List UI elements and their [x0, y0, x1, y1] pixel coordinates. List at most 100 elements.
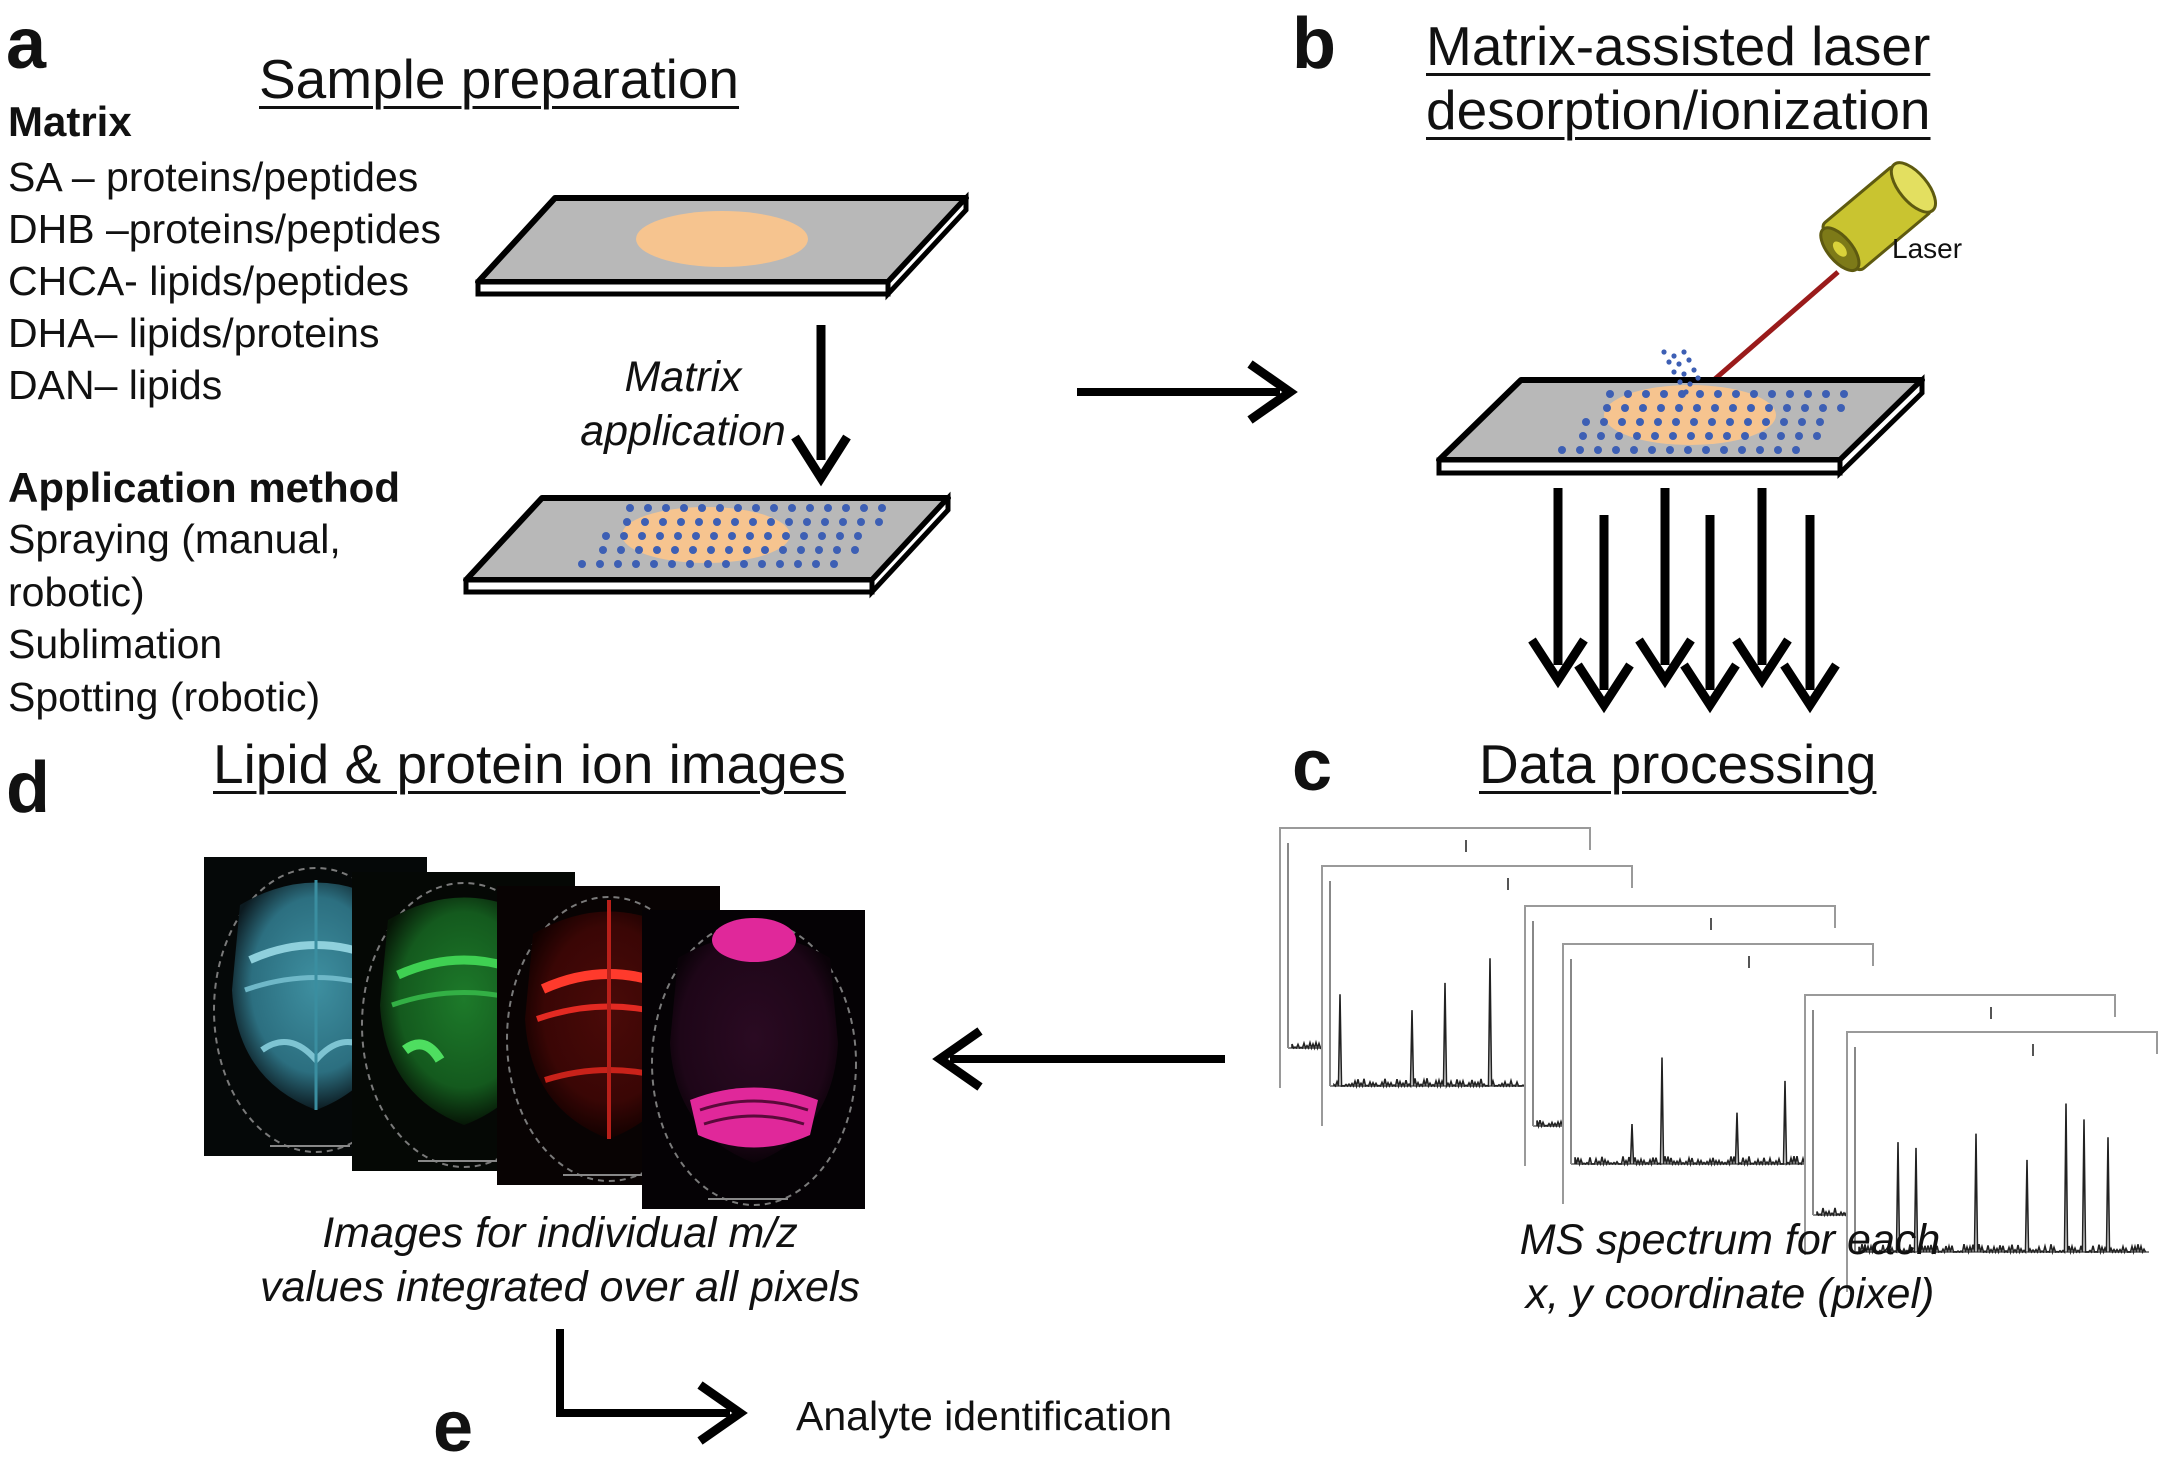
matrix-item: DHA– lipids/proteins — [8, 310, 380, 356]
arrow-label-line: application — [580, 407, 786, 455]
matrix-dot — [1720, 446, 1728, 454]
panel-b-title-line: desorption/ionization — [1426, 79, 1931, 141]
matrix-dot — [722, 560, 730, 568]
matrix-dot — [1750, 390, 1758, 398]
matrix-dot — [1777, 432, 1785, 440]
matrix-dot — [578, 560, 586, 568]
matrix-dot — [749, 518, 757, 526]
matrix-dots — [578, 504, 886, 568]
matrix-dot — [1783, 404, 1791, 412]
matrix-dot — [1618, 418, 1626, 426]
matrix-dot — [1813, 432, 1821, 440]
matrix-dot — [1705, 432, 1713, 440]
matrix-dot — [1657, 404, 1665, 412]
matrix-dot — [620, 532, 628, 540]
matrix-dot — [1660, 390, 1668, 398]
panel-letter-b: b — [1292, 4, 1336, 84]
matrix-dot — [1582, 418, 1590, 426]
matrix-dot — [1792, 446, 1800, 454]
matrix-dot — [677, 518, 685, 526]
matrix-dot — [815, 546, 823, 554]
ion-image-magenta — [642, 910, 865, 1209]
matrix-dot — [1798, 418, 1806, 426]
matrix-dot — [761, 546, 769, 554]
matrix-dot — [1615, 432, 1623, 440]
ion-particle — [1677, 379, 1683, 385]
arrow-a-to-b — [1077, 360, 1298, 424]
matrix-dot — [1822, 390, 1830, 398]
panel-c-caption: MS spectrum for each x, y coordinate (pi… — [1470, 1213, 1990, 1321]
maldi-slide — [1436, 349, 1925, 479]
matrix-dot — [1633, 432, 1641, 440]
matrix-dots — [1558, 390, 1848, 454]
arrow-c-to-d — [932, 1027, 1225, 1091]
matrix-dot — [1759, 432, 1767, 440]
matrix-dot — [764, 532, 772, 540]
matrix-dot — [638, 532, 646, 540]
matrix-item: DHB –proteins/peptides — [8, 206, 442, 252]
matrix-dot — [1654, 418, 1662, 426]
matrix-dot — [1756, 446, 1764, 454]
caption-line: x, y coordinate (pixel) — [1525, 1270, 1935, 1318]
ion-arrows — [1528, 488, 1840, 714]
ion-particle — [1687, 381, 1693, 387]
ion-particle — [1683, 389, 1689, 395]
matrix-dot — [713, 518, 721, 526]
matrix-dot — [800, 532, 808, 540]
matrix-dot — [1840, 390, 1848, 398]
matrix-dot — [1624, 390, 1632, 398]
matrix-dot — [1774, 446, 1782, 454]
matrix-heading: Matrix — [8, 98, 132, 145]
matrix-dot — [1738, 446, 1746, 454]
ion-particle — [1671, 353, 1677, 359]
matrix-dot — [1594, 446, 1602, 454]
caption-line: values integrated over all pixels — [260, 1263, 860, 1311]
matrix-dot — [698, 504, 706, 512]
matrix-dot — [1786, 390, 1794, 398]
matrix-dot — [1729, 404, 1737, 412]
matrix-dot — [1816, 418, 1824, 426]
matrix-dot — [674, 532, 682, 540]
matrix-dot — [821, 518, 829, 526]
caption-line: Images for individual m/z — [322, 1209, 798, 1257]
laser-label: Laser — [1892, 233, 1963, 264]
matrix-dot — [599, 546, 607, 554]
matrix-dot — [785, 518, 793, 526]
matrix-dot — [1804, 390, 1812, 398]
matrix-dot — [1837, 404, 1845, 412]
ion-particle — [1686, 357, 1692, 363]
matrix-dot — [818, 532, 826, 540]
matrix-dot — [602, 532, 610, 540]
matrix-dot — [1768, 390, 1776, 398]
matrix-application-arrow — [791, 325, 851, 487]
matrix-dot — [734, 504, 742, 512]
matrix-dot — [746, 532, 754, 540]
method-item: robotic) — [8, 569, 145, 615]
matrix-item: SA – proteins/peptides — [8, 154, 419, 200]
matrix-dot — [1741, 432, 1749, 440]
matrix-dot — [1642, 390, 1650, 398]
matrix-dot — [1702, 446, 1710, 454]
matrix-dot — [1666, 446, 1674, 454]
matrix-dot — [878, 504, 886, 512]
laser-beam — [1698, 270, 1840, 394]
matrix-dot — [653, 546, 661, 554]
matrix-dot — [794, 560, 802, 568]
matrix-dot — [875, 518, 883, 526]
matrix-dot — [1576, 446, 1584, 454]
matrix-dot — [740, 560, 748, 568]
matrix-dot — [692, 532, 700, 540]
matrix-dot — [752, 504, 760, 512]
matrix-dot — [1693, 404, 1701, 412]
tissue-section — [636, 211, 808, 267]
matrix-dot — [632, 560, 640, 568]
matrix-dot — [1597, 432, 1605, 440]
matrix-dot — [1687, 432, 1695, 440]
panel-d-caption: Images for individual m/z values integra… — [220, 1206, 900, 1314]
panel-letter-a: a — [6, 4, 47, 84]
panel-d-title: Lipid & protein ion images — [213, 733, 846, 795]
matrix-dot — [770, 504, 778, 512]
ion-particle — [1676, 361, 1682, 367]
matrix-dot — [782, 532, 790, 540]
